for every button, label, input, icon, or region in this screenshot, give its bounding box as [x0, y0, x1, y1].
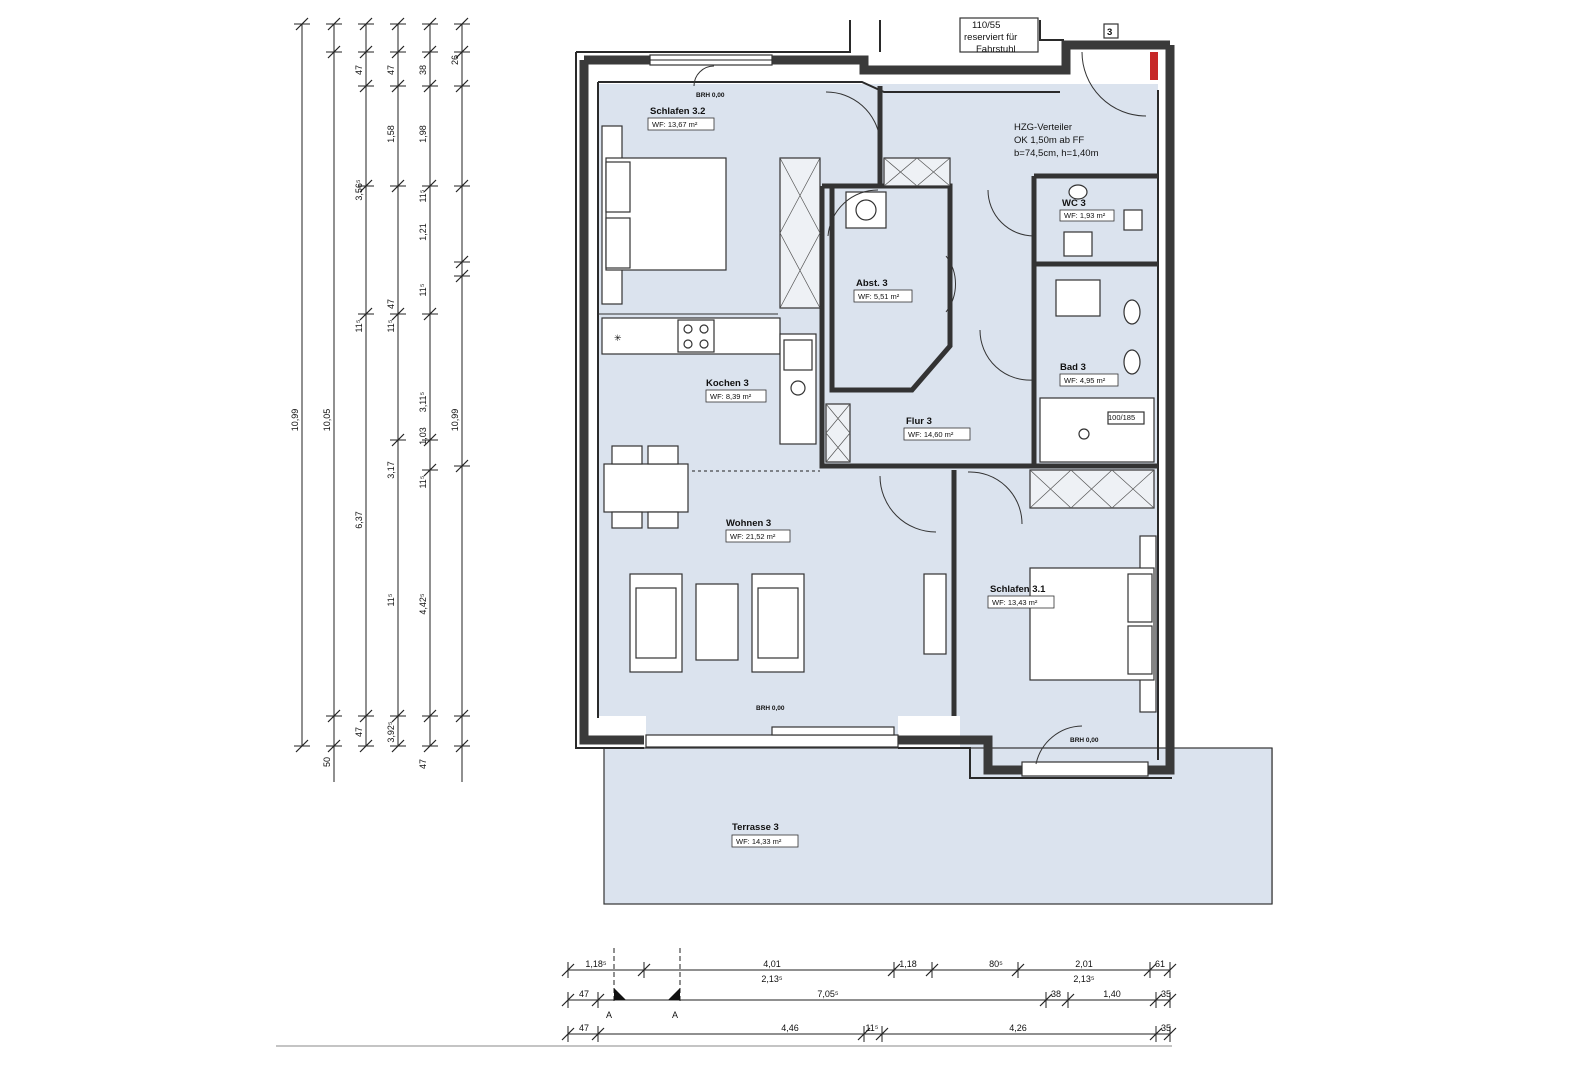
room-area-wc-3: WF: 1,93 m² — [1064, 211, 1106, 220]
room-area-flur-3: WF: 14,60 m² — [908, 430, 954, 439]
dim-label: 1,58 — [386, 125, 396, 143]
dim-label: 10,99 — [290, 409, 300, 432]
dim-label: 3,17 — [386, 461, 396, 479]
room-name-flur-3: Flur 3 — [906, 416, 932, 427]
room-area-bad-3: WF: 4,95 m² — [1064, 376, 1106, 385]
dim-label: 4,01 — [763, 959, 781, 969]
dim-label: 1,40 — [1103, 989, 1121, 999]
unit-number: 3 — [1107, 27, 1112, 38]
dim-label: 11⁵ — [354, 319, 364, 332]
doors — [693, 51, 1147, 765]
brh-label-living: BRH 0,00 — [756, 705, 785, 712]
shaft-note-line-1: 110/55 — [972, 20, 1000, 31]
dim-label: 3,56⁵ — [354, 179, 364, 201]
dim-chain-c4: 47 1,58 11⁵ 3,17 11⁵ 3,92⁵ 47 — [386, 17, 406, 753]
dim-chain-c6: 26 10,99 — [450, 17, 470, 782]
dim-chain-row1_top: 1,18⁵ 4,01 1,18 80⁵ 2,01 61 — [561, 959, 1177, 978]
room-name-wc-3: WC 3 — [1062, 198, 1086, 209]
room-name-abst-3: Abst. 3 — [856, 278, 888, 289]
windows — [645, 54, 1149, 777]
room-name-bad-3: Bad 3 — [1060, 362, 1086, 373]
hzg-note-line-3: b=74,5cm, h=1,40m — [1014, 148, 1099, 159]
hzg-note-line-2: OK 1,50m ab FF — [1014, 135, 1084, 146]
room-name-schlafen-3-1: Schlafen 3.1 — [990, 584, 1046, 595]
plan-notes: 110/55 reserviert für Fahrstuhl HZG-Vert… — [696, 20, 1135, 744]
section-mark-a-right: A — [672, 1010, 678, 1020]
section-mark-a-left: A — [606, 1010, 612, 1020]
dim-label: 11⁵ — [865, 1023, 878, 1033]
dim-label: 3,92⁵ — [386, 721, 396, 743]
room-area-schlafen-3-2: WF: 13,67 m² — [652, 120, 698, 129]
shaft-note-line-3: Fahrstuhl — [976, 44, 1016, 55]
dim-label: 11⁵ — [418, 283, 428, 296]
brh-label-top: BRH 0,00 — [696, 92, 725, 99]
dim-label: 1,18 — [899, 959, 917, 969]
room-area-terrasse-3: WF: 14,33 m² — [736, 837, 782, 846]
dim-chain-row2: 47 7,05⁵ 38 1,40 35 — [561, 989, 1177, 1008]
dim-chain-row1_bottom: 2,13⁵ 2,13⁵ — [761, 974, 1095, 984]
dim-label: 47 — [386, 299, 396, 309]
dim-label: 2,13⁵ — [1073, 974, 1095, 984]
dim-chain-row3: 47 4,46 11⁵ 4,26 35 — [561, 1023, 1177, 1042]
dim-label: 80⁵ — [989, 959, 1003, 969]
dim-label: 47 — [354, 727, 364, 737]
dim-label: 4,26 — [1009, 1023, 1027, 1033]
dim-label: 50 — [322, 757, 332, 767]
dim-label: 1,03 — [418, 427, 428, 445]
dim-label: 26 — [450, 55, 460, 65]
section-marks: A A — [606, 948, 681, 1020]
dim-label: 2,13⁵ — [761, 974, 783, 984]
room-labels: Schlafen 3.2 WF: 13,67 m² Abst. 3 WF: 5,… — [647, 106, 1119, 848]
dim-label: 35 — [1161, 1023, 1171, 1033]
vertical-dimension-chains: 10,99 10,05 50 47 3,56⁵ 11⁵ 6,37 47 47 1,58 11⁵ 3,1… — [290, 17, 470, 782]
dim-label: 61 — [1155, 959, 1165, 969]
exterior-walls — [575, 20, 1175, 779]
dim-label: 47 — [418, 759, 428, 769]
dim-label: 10,05 — [322, 409, 332, 432]
dim-label: 4,46 — [781, 1023, 799, 1033]
room-name-kochen-3: Kochen 3 — [706, 378, 749, 389]
dim-label: 1,21 — [418, 223, 428, 241]
furniture: ✳ — [601, 17, 1158, 713]
room-name-wohnen-3: Wohnen 3 — [726, 518, 771, 529]
dim-label: 47 — [579, 989, 589, 999]
dim-label: 47 — [386, 65, 396, 75]
dim-chain-c5: 38 1,98 11⁵ 1,21 11⁵ 3,11⁵ 1,03 11⁵ 4,42⁵ 47 — [418, 17, 438, 769]
dim-chain-c2: 10,05 50 — [322, 17, 342, 782]
room-area-kochen-3: WF: 8,39 m² — [710, 392, 752, 401]
room-area-abst-3: WF: 5,51 m² — [858, 292, 900, 301]
dim-label: 11⁵ — [386, 593, 396, 606]
dim-label: 7,05⁵ — [817, 989, 839, 999]
dim-label: 38 — [1051, 989, 1061, 999]
dim-label: 6,37 — [354, 511, 364, 529]
room-area-wohnen-3: WF: 21,52 m² — [730, 532, 776, 541]
dim-chain-c3: 47 3,56⁵ 11⁵ 6,37 47 — [354, 17, 374, 753]
dim-label: 47 — [579, 1023, 589, 1033]
horizontal-dimension-chains: 1,18⁵ 4,01 1,18 80⁵ 2,01 61 2,13⁵ 2,13⁵ 47 7,05⁵ 3… — [561, 959, 1177, 1042]
svg-text:✳: ✳ — [614, 333, 622, 343]
dim-label: 47 — [354, 65, 364, 75]
dim-label: 1,18⁵ — [585, 959, 607, 969]
shower-size: 100/185 — [1108, 413, 1135, 422]
dim-label: 3,11⁵ — [418, 391, 428, 412]
brh-label-bedroom: BRH 0,00 — [1070, 737, 1099, 744]
dim-label: 1,98 — [418, 125, 428, 143]
hzg-note-line-1: HZG-Verteiler — [1014, 122, 1072, 133]
wardrobes — [779, 157, 1155, 509]
dim-label: 11⁵ — [418, 475, 428, 488]
room-name-terrasse-3: Terrasse 3 — [732, 822, 779, 833]
dim-label: 35 — [1161, 989, 1171, 999]
dim-label: 11⁵ — [386, 319, 396, 332]
dim-chain-c1: 10,99 — [290, 17, 310, 753]
interior-walls — [598, 86, 1158, 716]
dim-label: 11⁵ — [418, 189, 428, 202]
shaft-note-line-2: reserviert für — [964, 32, 1017, 43]
room-area-schlafen-3-1: WF: 13,43 m² — [992, 598, 1038, 607]
room-name-schlafen-3-2: Schlafen 3.2 — [650, 106, 705, 117]
dim-label: 10,99 — [450, 409, 460, 432]
dim-label: 2,01 — [1075, 959, 1093, 969]
dim-label: 4,42⁵ — [418, 593, 428, 615]
dim-label: 38 — [418, 65, 428, 75]
